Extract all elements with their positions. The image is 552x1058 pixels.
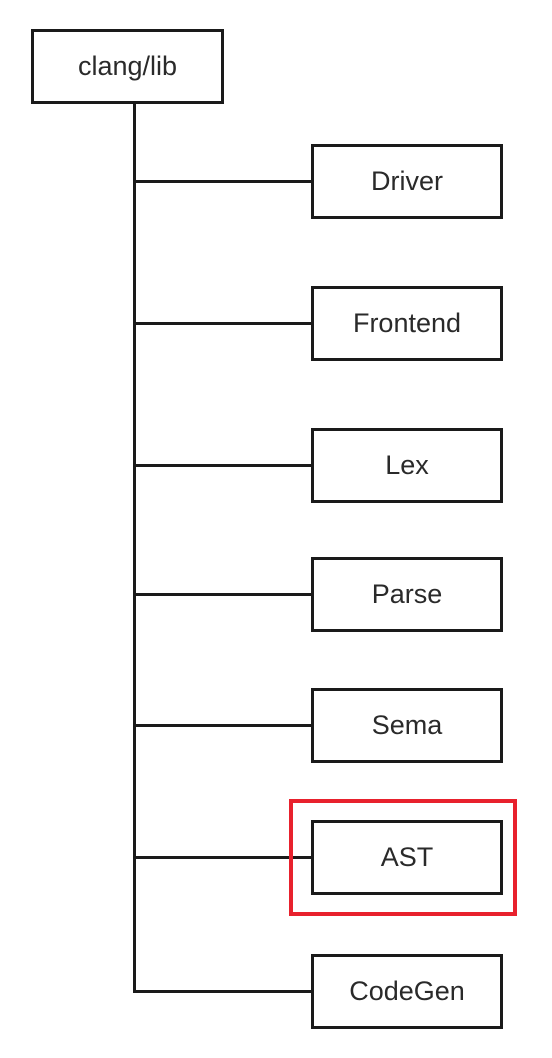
branch-line-lex	[133, 464, 313, 467]
child-node-codegen: CodeGen	[311, 954, 503, 1029]
child-node-lex: Lex	[311, 428, 503, 503]
branch-line-frontend	[133, 322, 313, 325]
trunk-line	[133, 102, 136, 992]
branch-line-driver	[133, 180, 313, 183]
child-node-label: Sema	[371, 710, 443, 740]
highlight-box-ast	[289, 799, 517, 916]
branch-line-sema	[133, 724, 313, 727]
child-node-label: CodeGen	[349, 976, 465, 1006]
child-node-parse: Parse	[311, 557, 503, 632]
root-node-label: clang/lib	[77, 51, 178, 81]
branch-line-ast	[133, 856, 313, 859]
child-node-frontend: Frontend	[311, 286, 503, 361]
child-node-ast: AST	[311, 820, 503, 895]
child-node-label: Driver	[371, 166, 443, 196]
root-node: clang/lib	[31, 29, 224, 104]
child-node-sema: Sema	[311, 688, 503, 763]
child-node-label: Frontend	[352, 308, 462, 338]
child-node-label: AST	[380, 842, 434, 872]
child-node-label: Lex	[385, 450, 429, 480]
branch-line-codegen	[133, 990, 313, 993]
child-node-label: Parse	[371, 579, 443, 609]
branch-line-parse	[133, 593, 313, 596]
child-node-driver: Driver	[311, 144, 503, 219]
